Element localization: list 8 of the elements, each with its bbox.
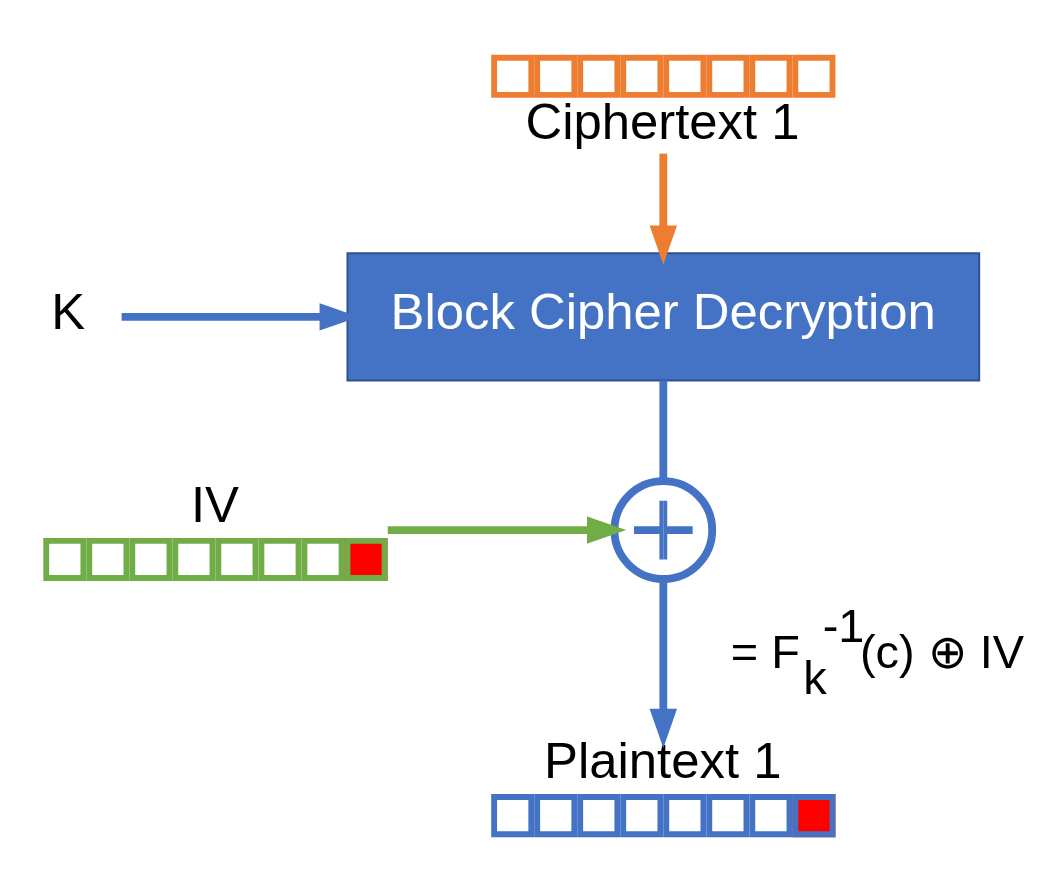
connector	[659, 380, 668, 481]
node-label: Ciphertext 1	[525, 92, 800, 150]
node-label: IV	[190, 475, 240, 533]
node-box: Block Cipher Decryption	[346, 252, 981, 382]
node-text: K	[51, 283, 86, 341]
node-circle	[610, 477, 717, 583]
arrow	[649, 579, 678, 749]
node-label: Plaintext 1	[544, 732, 782, 790]
